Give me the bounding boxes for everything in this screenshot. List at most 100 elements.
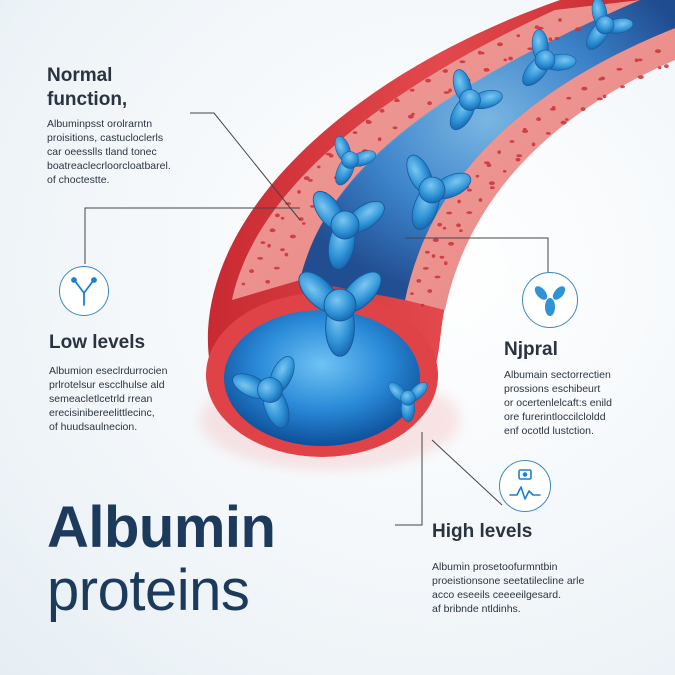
leader-line-high-protein bbox=[431, 439, 503, 506]
nipral-text: Albumain sectorrectien prossions eschibe… bbox=[504, 369, 612, 437]
wall-dot bbox=[411, 112, 415, 116]
high-levels-icon-circle bbox=[499, 460, 551, 512]
wall-dot bbox=[298, 217, 304, 222]
vessel-lumen-channel bbox=[300, 0, 675, 300]
wall-dot bbox=[377, 137, 382, 142]
wall-dot bbox=[478, 198, 483, 202]
wall-dot bbox=[425, 250, 430, 254]
wall-dot bbox=[260, 241, 266, 245]
wall-dot bbox=[241, 282, 246, 286]
wall-dot bbox=[446, 211, 453, 215]
wall-dot bbox=[620, 85, 625, 89]
wall-dot bbox=[509, 140, 515, 143]
wall-dot bbox=[257, 257, 264, 260]
albumin-protein-group bbox=[232, 0, 634, 429]
title-line-1: Albumin bbox=[47, 495, 276, 560]
wall-dot bbox=[280, 216, 285, 220]
wall-dot bbox=[437, 222, 443, 227]
albumin-protein bbox=[388, 382, 428, 423]
wall-dot bbox=[560, 120, 567, 125]
wall-dot bbox=[616, 67, 623, 71]
wall-dot bbox=[431, 254, 436, 258]
low-levels-text: Albumion eseclrdurrocien prlrotelsur esc… bbox=[49, 365, 168, 433]
wall-dot bbox=[486, 163, 492, 168]
normal-function-text: Albuminpsst orolrarntn proisitions, cast… bbox=[47, 118, 171, 186]
wall-dot bbox=[249, 269, 255, 273]
y-protein-icon bbox=[534, 286, 566, 316]
leader-line-normal bbox=[190, 112, 301, 221]
normal-function-heading: Normal function, bbox=[47, 65, 128, 110]
wall-dot bbox=[444, 261, 448, 266]
wall-dot bbox=[508, 56, 513, 61]
wall-dot bbox=[600, 76, 605, 81]
wall-dot bbox=[566, 96, 572, 100]
title-line-2: proteins bbox=[47, 558, 250, 623]
wall-dot bbox=[551, 105, 556, 110]
wall-dot bbox=[407, 114, 414, 119]
nipral-heading: Njpral bbox=[504, 339, 558, 360]
wall-dot bbox=[439, 255, 445, 259]
leader-line-low bbox=[84, 207, 300, 264]
wall-dot bbox=[502, 169, 507, 173]
wall-dot bbox=[297, 190, 301, 194]
antibody-icon bbox=[71, 277, 97, 306]
wall-dot bbox=[456, 223, 461, 228]
wall-dot bbox=[467, 188, 472, 192]
wall-dot bbox=[416, 279, 422, 283]
wall-dot bbox=[317, 165, 321, 169]
wall-dot bbox=[280, 248, 285, 252]
wall-dot bbox=[422, 267, 429, 270]
albumin-protein bbox=[586, 0, 634, 50]
wall-dot bbox=[443, 69, 448, 73]
wall-dot bbox=[308, 179, 313, 182]
wall-dot bbox=[284, 252, 289, 257]
wall-dot bbox=[516, 154, 523, 158]
wall-dot bbox=[655, 49, 661, 54]
wall-dot bbox=[325, 152, 332, 156]
wall-dot bbox=[503, 58, 508, 62]
low-levels-icon-circle bbox=[59, 266, 109, 316]
wall-dot bbox=[267, 243, 271, 248]
wall-dot bbox=[466, 211, 473, 215]
wall-dot bbox=[459, 60, 466, 64]
wall-dot bbox=[531, 142, 536, 147]
wall-dot bbox=[269, 228, 276, 233]
wall-dot bbox=[427, 289, 433, 293]
wall-dot bbox=[432, 238, 439, 243]
wall-dot bbox=[515, 157, 521, 162]
wall-dot bbox=[352, 131, 358, 135]
wall-dot bbox=[365, 119, 370, 123]
albumin-protein bbox=[406, 154, 472, 230]
albumin-protein bbox=[522, 29, 577, 86]
high-levels-text: Albumin prosetoofurmntbin proeistionsone… bbox=[432, 561, 585, 615]
albumin-protein bbox=[449, 69, 503, 131]
wall-dot bbox=[483, 161, 490, 165]
wall-dot bbox=[459, 229, 463, 233]
wall-dot bbox=[409, 88, 415, 92]
wall-dot bbox=[302, 222, 306, 225]
wall-dot bbox=[516, 34, 521, 38]
wall-dot bbox=[657, 66, 662, 70]
wall-dot bbox=[581, 86, 588, 91]
wall-dot bbox=[565, 118, 569, 121]
wall-dot bbox=[457, 199, 461, 204]
wall-dot bbox=[558, 18, 562, 22]
wall-dot bbox=[289, 234, 296, 239]
wall-dot bbox=[275, 213, 280, 218]
wall-dot bbox=[545, 132, 551, 135]
wall-dot bbox=[434, 275, 441, 279]
high-levels-heading: High levels bbox=[432, 521, 533, 542]
leader-lines bbox=[84, 112, 549, 526]
albumin-protein bbox=[334, 135, 377, 186]
vessel-inner-layer-lower bbox=[405, 28, 675, 310]
vessel-wall-dots bbox=[241, 18, 669, 307]
wall-dot bbox=[548, 37, 553, 42]
monitor-pulse-icon bbox=[509, 469, 541, 500]
wall-dot bbox=[379, 108, 385, 113]
wall-dot bbox=[427, 101, 432, 106]
wall-dot bbox=[392, 126, 398, 130]
vessel-inner-layer-upper bbox=[232, 0, 640, 300]
wall-dot bbox=[489, 186, 495, 190]
wall-dot bbox=[554, 37, 560, 40]
